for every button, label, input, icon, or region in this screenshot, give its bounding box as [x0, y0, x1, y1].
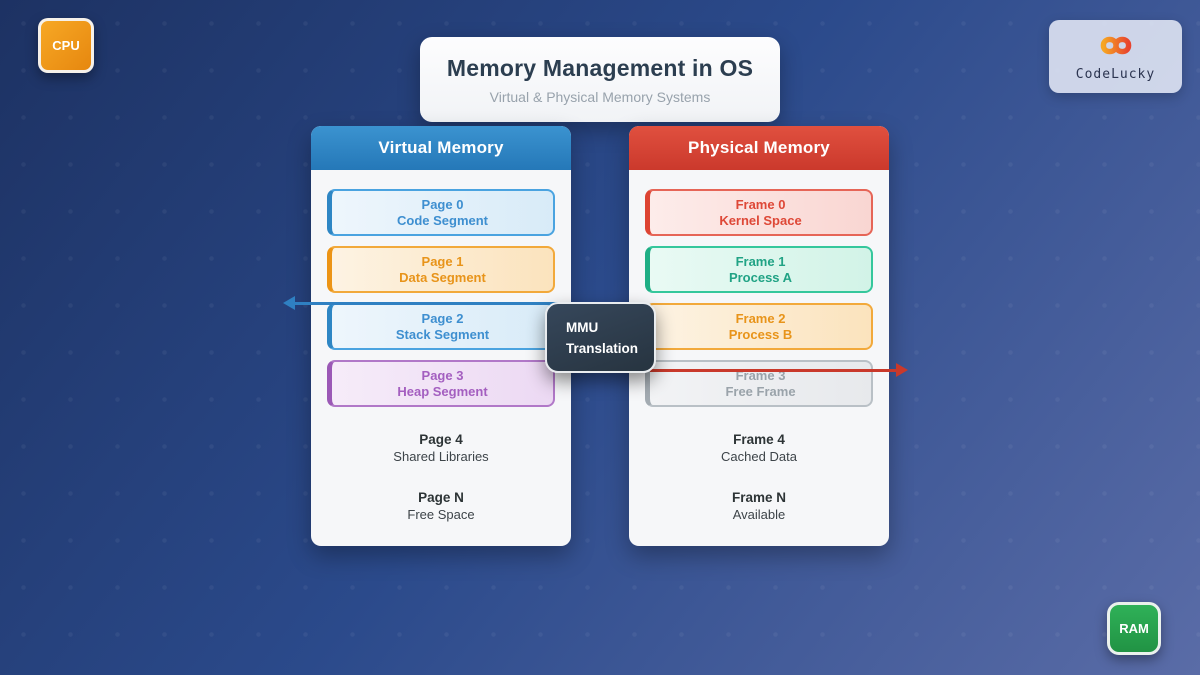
- arrow-left-icon: [283, 296, 295, 310]
- ram-badge: RAM: [1107, 602, 1161, 655]
- title-card: Memory Management in OS Virtual & Physic…: [420, 37, 780, 122]
- logo-card: CodeLucky: [1049, 20, 1182, 93]
- frame-desc: Process B: [728, 326, 793, 342]
- mmu-line2: Translation: [566, 340, 639, 356]
- page-name: Page 3: [421, 367, 464, 383]
- page-plain-4: Page 4 Shared Libraries: [327, 431, 555, 465]
- physical-memory-card: Physical Memory Frame 0 Kernel Space Fra…: [629, 126, 889, 546]
- page-desc: Shared Libraries: [393, 449, 489, 464]
- page-name: Page N: [418, 490, 464, 505]
- frame-slot-2: Frame 2 Process B: [645, 303, 873, 350]
- frame-desc: Process A: [728, 269, 793, 285]
- mmu-line1: MMU: [566, 319, 599, 335]
- page-name: Page 0: [421, 196, 464, 212]
- virtual-memory-header: Virtual Memory: [311, 126, 571, 170]
- frame-slot-0: Frame 0 Kernel Space: [645, 189, 873, 236]
- virtual-memory-card: Virtual Memory Page 0 Code Segment Page …: [311, 126, 571, 546]
- translation-arrow-blue: [292, 302, 570, 305]
- page-title: Memory Management in OS: [446, 54, 754, 81]
- virtual-memory-body: Page 0 Code Segment Page 1 Data Segment …: [311, 170, 571, 523]
- physical-memory-header: Physical Memory: [629, 126, 889, 170]
- frame-name: Frame 0: [735, 196, 786, 212]
- page-slot-0: Page 0 Code Segment: [327, 189, 555, 236]
- page-desc: Free Space: [407, 507, 475, 522]
- page-slot-3: Page 3 Heap Segment: [327, 360, 555, 407]
- page-name: Page 1: [421, 253, 464, 269]
- page-subtitle: Virtual & Physical Memory Systems: [489, 88, 711, 105]
- frame-slot-1: Frame 1 Process A: [645, 246, 873, 293]
- ram-badge-label: RAM: [1119, 621, 1149, 636]
- frame-name: Frame N: [731, 490, 787, 505]
- page-desc: Code Segment: [396, 212, 488, 228]
- page-name: Page 2: [421, 310, 464, 326]
- frame-desc: Kernel Space: [719, 212, 802, 228]
- page-slot-2: Page 2 Stack Segment: [327, 303, 555, 350]
- page-desc: Data Segment: [399, 269, 486, 285]
- virtual-memory-title: Virtual Memory: [378, 138, 504, 157]
- cpu-badge-label: CPU: [52, 38, 80, 53]
- frame-name: Frame 1: [735, 253, 786, 269]
- physical-memory-title: Physical Memory: [688, 138, 830, 157]
- frame-desc: Cached Data: [721, 449, 797, 464]
- frame-slot-3: Frame 3 Free Frame: [645, 360, 873, 407]
- page-plain-n: Page N Free Space: [327, 489, 555, 523]
- frame-plain-4: Frame 4 Cached Data: [645, 431, 873, 465]
- cpu-badge: CPU: [38, 18, 94, 73]
- logo-wordmark: CodeLucky: [1075, 66, 1156, 82]
- frame-name: Frame 4: [733, 432, 785, 447]
- frame-plain-n: Frame N Available: [645, 489, 873, 523]
- frame-desc: Free Frame: [725, 383, 796, 399]
- frame-name: Frame 2: [735, 310, 786, 326]
- page-desc: Heap Segment: [397, 383, 488, 399]
- mmu-translation-box: MMU Translation: [545, 302, 656, 373]
- frame-desc: Available: [732, 507, 786, 522]
- page-slot-1: Page 1 Data Segment: [327, 246, 555, 293]
- page-desc: Stack Segment: [395, 326, 490, 342]
- physical-memory-body: Frame 0 Kernel Space Frame 1 Process A F…: [629, 170, 889, 523]
- infinity-logo-icon: [1089, 32, 1143, 64]
- arrow-right-icon: [896, 363, 908, 377]
- page-name: Page 4: [419, 432, 463, 447]
- translation-arrow-red: [650, 369, 898, 372]
